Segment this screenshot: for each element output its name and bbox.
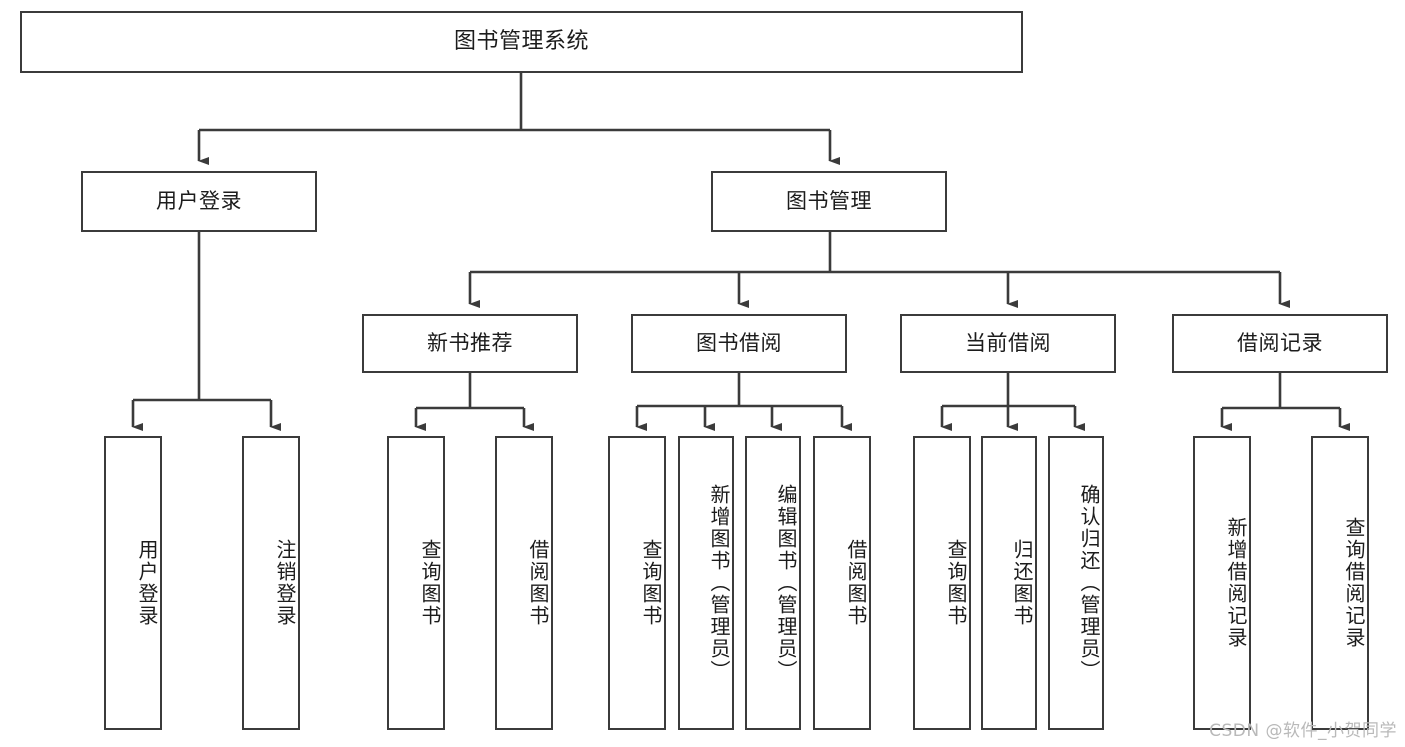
node-borrowing-record[interactable]: 借阅记录 [1172,314,1388,373]
csdn-watermark: CSDN @软件_小贺同学 [1209,721,1397,741]
node-leaf-edit-book-admin[interactable]: 编辑图书（管理员） [745,436,801,730]
node-leaf-query-borrow-record[interactable]: 查询借阅记录 [1311,436,1369,730]
node-book-borrowing[interactable]: 图书借阅 [631,314,847,373]
node-book-management[interactable]: 图书管理 [711,171,947,232]
node-current-borrowing[interactable]: 当前借阅 [900,314,1116,373]
node-leaf-user-login[interactable]: 用户登录 [104,436,162,730]
node-leaf-add-borrow-record[interactable]: 新增借阅记录 [1193,436,1251,730]
node-new-book-recommendation[interactable]: 新书推荐 [362,314,578,373]
node-root-book-management-system[interactable]: 图书管理系统 [20,11,1023,73]
node-leaf-query-book-borrowing[interactable]: 查询图书 [608,436,666,730]
node-user-login[interactable]: 用户登录 [81,171,317,232]
node-leaf-query-book-current[interactable]: 查询图书 [913,436,971,730]
node-leaf-add-book-admin[interactable]: 新增图书（管理员） [678,436,734,730]
node-leaf-return-book[interactable]: 归还图书 [981,436,1037,730]
node-leaf-confirm-return-admin[interactable]: 确认归还（管理员） [1048,436,1104,730]
node-leaf-borrow-book-recommendation[interactable]: 借阅图书 [495,436,553,730]
node-leaf-query-book-recommendation[interactable]: 查询图书 [387,436,445,730]
node-leaf-borrow-book-borrowing[interactable]: 借阅图书 [813,436,871,730]
node-leaf-user-logout[interactable]: 注销登录 [242,436,300,730]
